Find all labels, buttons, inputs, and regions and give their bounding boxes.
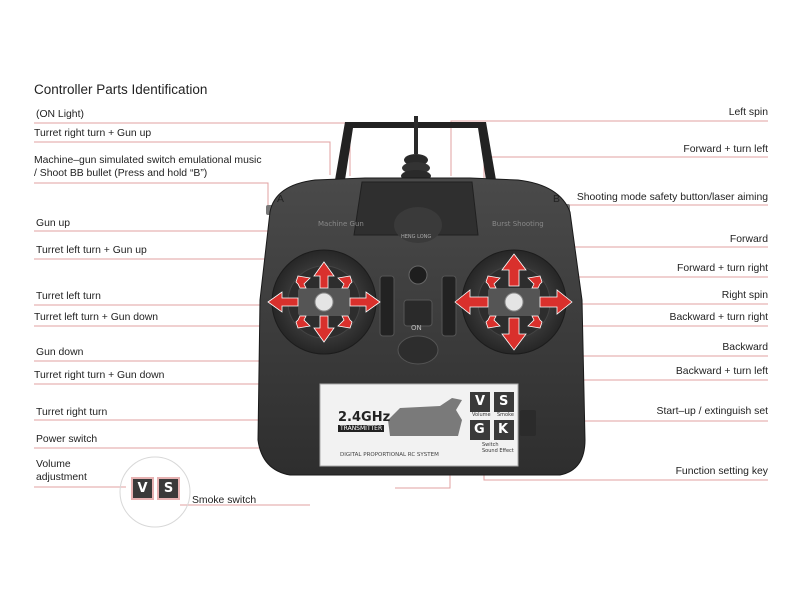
- label-backward-turn-left: Backward + turn left: [675, 366, 768, 377]
- label-forward-turn-right: Forward + turn right: [677, 263, 768, 274]
- page-title: Controller Parts Identification: [34, 82, 208, 97]
- label-left-spin: Left spin: [728, 107, 768, 118]
- label-turret-left: Turret left turn: [36, 291, 101, 302]
- label-turret-right-gun-down: Turret right turn + Gun down: [34, 370, 165, 381]
- carry-handle: [335, 122, 496, 180]
- system-text: DIGITAL PROPORTIONAL RC SYSTEM: [340, 452, 439, 458]
- left-direction-arrows: [267, 261, 381, 343]
- label-startup: Start–up / extinguish set: [656, 406, 768, 417]
- label-turret-left-gun-up: Turret left turn + Gun up: [36, 245, 147, 256]
- label-forward-turn-left: Forward + turn left: [683, 144, 768, 155]
- on-text: ON: [411, 324, 422, 332]
- label-machine-gun: Machine–gun simulated switch emulational…: [34, 155, 262, 179]
- right-direction-arrows: [454, 253, 573, 351]
- label-forward: Forward: [729, 234, 768, 245]
- label-smoke-switch: Smoke switch: [192, 495, 257, 506]
- button-a-label: A: [277, 194, 284, 205]
- label-power-switch: Power switch: [36, 434, 98, 445]
- center-controls: [379, 265, 457, 365]
- label-turret-right: Turret right turn: [36, 407, 108, 418]
- g-key[interactable]: G: [474, 422, 485, 437]
- label-volume: Volume adjustment: [36, 459, 87, 483]
- burst-shooting-text: Burst Shooting: [492, 220, 544, 228]
- smoke-key-callout: S: [157, 477, 180, 500]
- label-turret-left-gun-down: Turret left turn + Gun down: [34, 312, 159, 323]
- volume-key-callout: V: [131, 477, 154, 500]
- switch-caption: Switch Sound Effect: [482, 442, 514, 454]
- v-key[interactable]: V: [475, 394, 486, 409]
- label-backward-turn-right: Backward + turn right: [669, 312, 768, 323]
- freq-text: 2.4GHz: [338, 410, 391, 425]
- label-on-light: (ON Light): [36, 109, 84, 120]
- smoke-caption: Smoke: [497, 412, 514, 418]
- label-shooting-mode: Shooting mode safety button/laser aiming: [576, 192, 768, 203]
- label-backward: Backward: [722, 342, 768, 353]
- button-b-label: B: [553, 194, 560, 205]
- machine-gun-text: Machine Gun: [318, 220, 364, 228]
- label-function-key: Function setting key: [675, 466, 768, 477]
- s-key[interactable]: S: [499, 394, 509, 409]
- volume-caption: Volume: [472, 412, 491, 418]
- transmitter-text: TRANSMITTER: [338, 425, 385, 432]
- label-gun-up: Gun up: [36, 218, 71, 229]
- brand-text: HENG LONG: [401, 234, 431, 240]
- label-gun-down: Gun down: [36, 347, 84, 358]
- vs-callout-circle: [119, 456, 191, 528]
- label-right-spin: Right spin: [721, 290, 768, 301]
- k-key[interactable]: K: [498, 422, 509, 437]
- body-text: Machine Gun Burst Shooting HENG LONG ON: [318, 220, 544, 332]
- label-turret-right-gun-up: Turret right turn + Gun up: [34, 128, 152, 139]
